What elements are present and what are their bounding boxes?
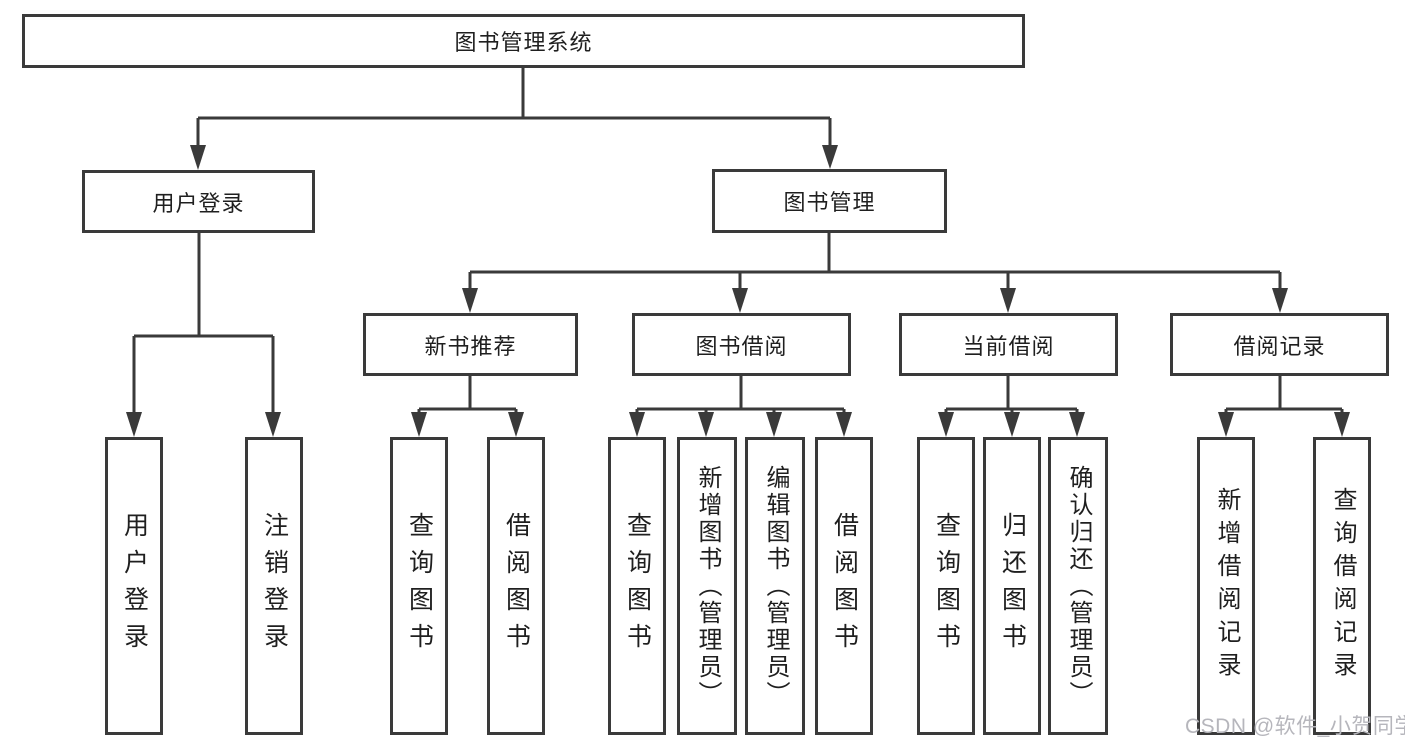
leaf-borrow-query: 查询图书 (608, 437, 666, 735)
node-user-login-label: 用户登录 (152, 190, 245, 216)
leaf-current-query-label: 查询图书 (932, 512, 961, 660)
csdn-watermark: CSDN @软件_小贺同学 (1185, 715, 1405, 738)
leaf-borrow-borrow-label: 借阅图书 (830, 512, 859, 660)
leaf-newbook-borrow-label: 借阅图书 (502, 512, 531, 660)
leaf-newbook-query: 查询图书 (390, 437, 448, 735)
leaf-borrow-edit-admin-label: 编辑图书（管理员） (762, 464, 789, 708)
node-current-borrow: 当前借阅 (899, 313, 1118, 376)
leaf-borrow-add-admin-label: 新增图书（管理员） (694, 464, 721, 708)
leaf-newbook-borrow: 借阅图书 (487, 437, 545, 735)
node-book-management: 图书管理 (712, 169, 947, 233)
leaf-borrow-edit-admin: 编辑图书（管理员） (745, 437, 805, 735)
node-book-management-label: 图书管理 (783, 190, 876, 215)
node-borrow-record: 借阅记录 (1170, 313, 1389, 376)
leaf-borrow-query-label: 查询图书 (623, 512, 652, 660)
leaf-record-add: 新增借阅记录 (1197, 437, 1255, 735)
leaf-current-confirm-admin-label: 确认归还（管理员） (1065, 464, 1092, 708)
leaf-borrow-borrow: 借阅图书 (815, 437, 873, 735)
leaf-record-add-label: 新增借阅记录 (1213, 487, 1240, 685)
leaf-borrow-add-admin: 新增图书（管理员） (677, 437, 737, 735)
leaf-logout-label: 注销登录 (260, 512, 289, 660)
node-root: 图书管理系统 (22, 14, 1025, 68)
node-book-borrow-label: 图书借阅 (695, 333, 788, 359)
leaf-current-return: 归还图书 (983, 437, 1041, 735)
leaf-record-query-label: 查询借阅记录 (1329, 487, 1356, 685)
leaf-current-confirm-admin: 确认归还（管理员） (1048, 437, 1108, 735)
leaf-newbook-query-label: 查询图书 (405, 512, 434, 660)
node-new-book-recommend: 新书推荐 (363, 313, 578, 376)
leaf-current-return-label: 归还图书 (998, 512, 1027, 660)
leaf-current-query: 查询图书 (917, 437, 975, 735)
node-root-label: 图书管理系统 (454, 30, 593, 55)
leaf-user-login-label: 用户登录 (120, 512, 149, 660)
leaf-user-login: 用户登录 (105, 437, 163, 735)
leaf-logout: 注销登录 (245, 437, 303, 735)
leaf-record-query: 查询借阅记录 (1313, 437, 1371, 735)
node-book-borrow: 图书借阅 (632, 313, 851, 376)
node-current-borrow-label: 当前借阅 (962, 333, 1055, 359)
node-borrow-record-label: 借阅记录 (1233, 333, 1326, 359)
node-user-login: 用户登录 (82, 170, 315, 233)
node-new-book-recommend-label: 新书推荐 (424, 333, 517, 359)
